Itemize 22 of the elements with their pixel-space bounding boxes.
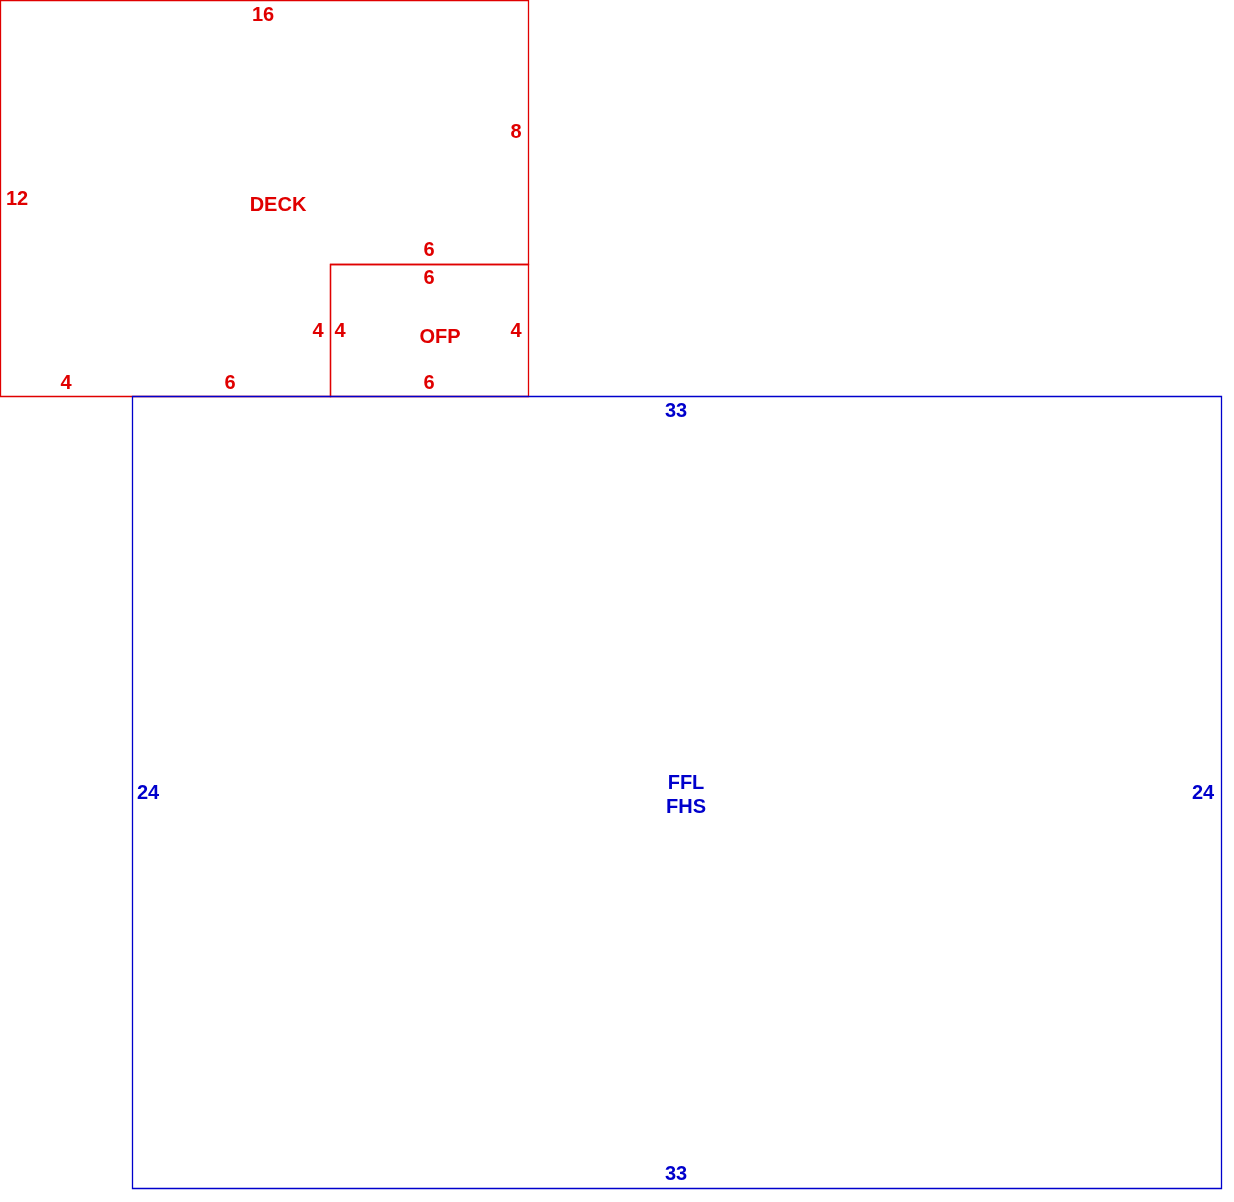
- dimension-label: 4: [334, 319, 346, 341]
- room-label: FFL: [667, 771, 705, 793]
- dimension-label: 6: [423, 371, 435, 393]
- room-label: FHS: [666, 795, 706, 817]
- dimension-label: 24: [136, 781, 160, 803]
- dimension-label: 16: [251, 3, 275, 25]
- room-label: OFP: [419, 325, 461, 347]
- deck-outline: [0, 0, 529, 397]
- dimension-label: 24: [1191, 781, 1215, 803]
- dimension-label: 4: [312, 319, 324, 341]
- dimension-label: 33: [664, 1162, 688, 1184]
- dimension-label: 4: [60, 371, 72, 393]
- dimension-label: 8: [510, 120, 522, 142]
- dimension-label: 12: [5, 187, 29, 209]
- dimension-label: 6: [224, 371, 236, 393]
- house-outline: [132, 396, 1222, 1189]
- room-label: DECK: [249, 193, 307, 215]
- dimension-label: 33: [664, 399, 688, 421]
- porch-outline: [330, 264, 529, 397]
- dimension-label: 4: [510, 319, 522, 341]
- dimension-label: 6: [423, 266, 435, 288]
- dimension-label: 6: [423, 238, 435, 260]
